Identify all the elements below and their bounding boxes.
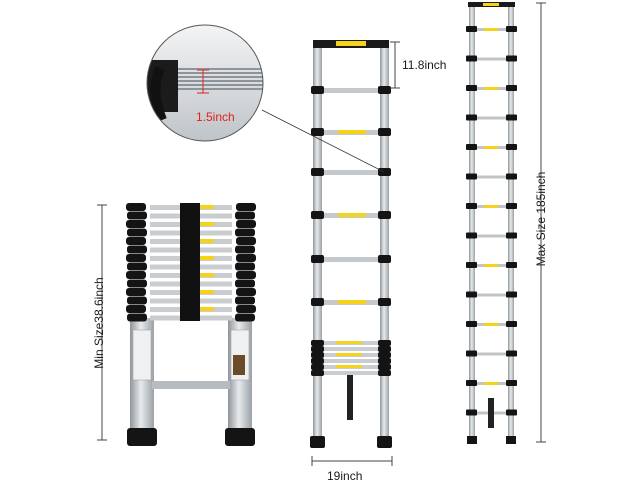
step-gap-label: 11.8inch	[402, 58, 447, 72]
ladder-extended-image	[466, 2, 546, 444]
min-size-label: Min Size38.6inch	[92, 277, 106, 369]
base-width-label: 19inch	[327, 469, 363, 483]
ladder-collapsed-image	[97, 203, 256, 446]
max-size-label: Max Size 185inch	[534, 171, 548, 267]
rung-zoom-inset	[146, 24, 264, 142]
ladder-partial-image	[261, 40, 400, 466]
step-width-label: 1.5inch	[196, 110, 235, 124]
